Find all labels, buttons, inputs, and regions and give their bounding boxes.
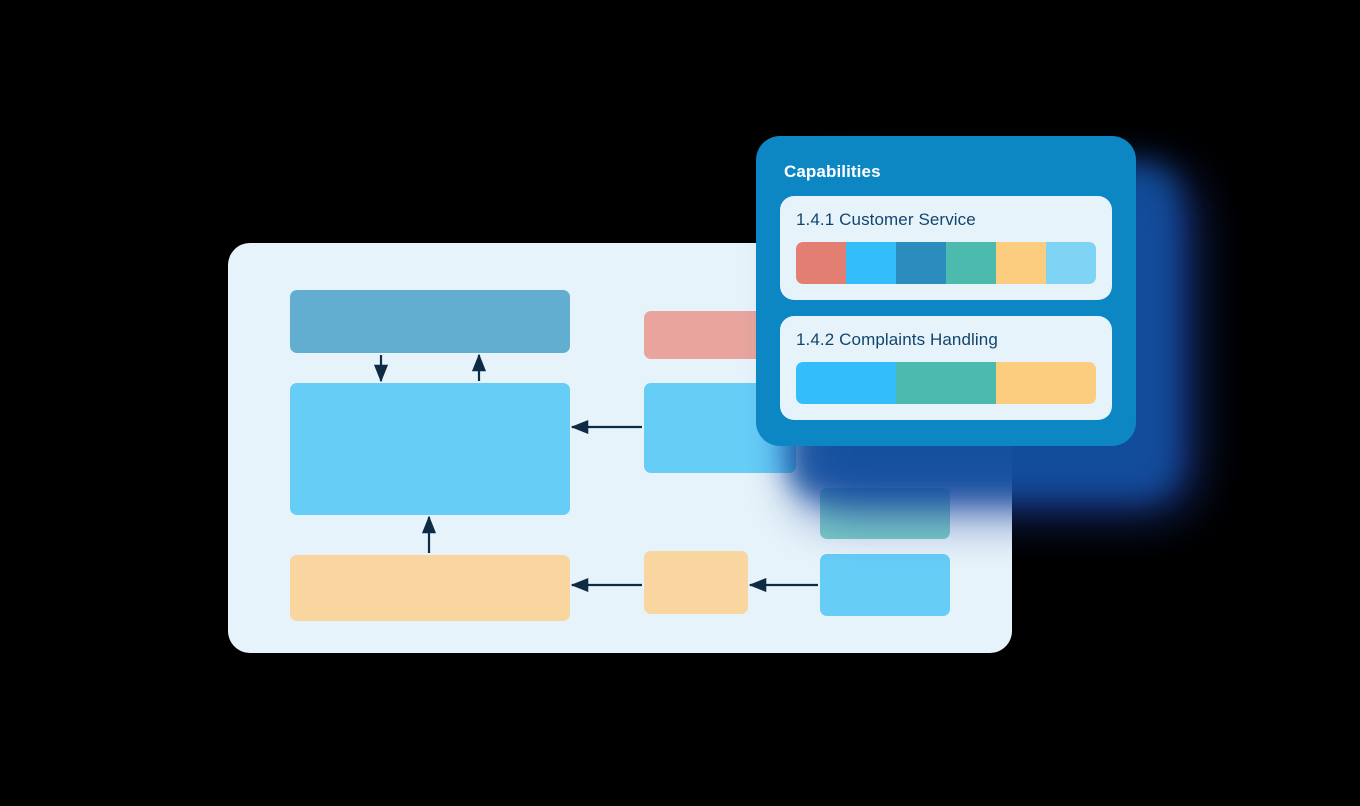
segment-amber[interactable] xyxy=(996,242,1046,284)
capabilities-card[interactable]: Capabilities 1.4.1 Customer Service 1.4.2… xyxy=(756,136,1136,446)
capabilities-item-list: 1.4.1 Customer Service 1.4.2 Complaints H… xyxy=(780,196,1112,420)
segment-teal[interactable] xyxy=(946,242,996,284)
node-top-left-steel[interactable] xyxy=(290,290,570,353)
segment-light-sky[interactable] xyxy=(1046,242,1096,284)
capability-item-1.4.2[interactable]: 1.4.2 Complaints Handling xyxy=(780,316,1112,420)
segment-salmon[interactable] xyxy=(796,242,846,284)
capability-item-1.4.1[interactable]: 1.4.1 Customer Service xyxy=(780,196,1112,300)
segment-teal[interactable] xyxy=(896,362,996,404)
segment-deep-blue[interactable] xyxy=(896,242,946,284)
node-bottom-left-peach[interactable] xyxy=(290,555,570,621)
capabilities-card-title: Capabilities xyxy=(784,162,881,181)
capability-item-label: 1.4.2 Complaints Handling xyxy=(796,330,998,349)
node-mid-peach[interactable] xyxy=(644,551,748,614)
segment-bright-blue[interactable] xyxy=(796,362,896,404)
segment-bright-blue[interactable] xyxy=(846,242,896,284)
complaints-handling-capability-bar[interactable] xyxy=(796,362,1096,404)
node-far-blue[interactable] xyxy=(820,554,950,616)
capability-item-label: 1.4.1 Customer Service xyxy=(796,210,976,229)
customer-service-capability-bar[interactable] xyxy=(796,242,1096,284)
node-main-blue[interactable] xyxy=(290,383,570,515)
segment-amber[interactable] xyxy=(996,362,1096,404)
